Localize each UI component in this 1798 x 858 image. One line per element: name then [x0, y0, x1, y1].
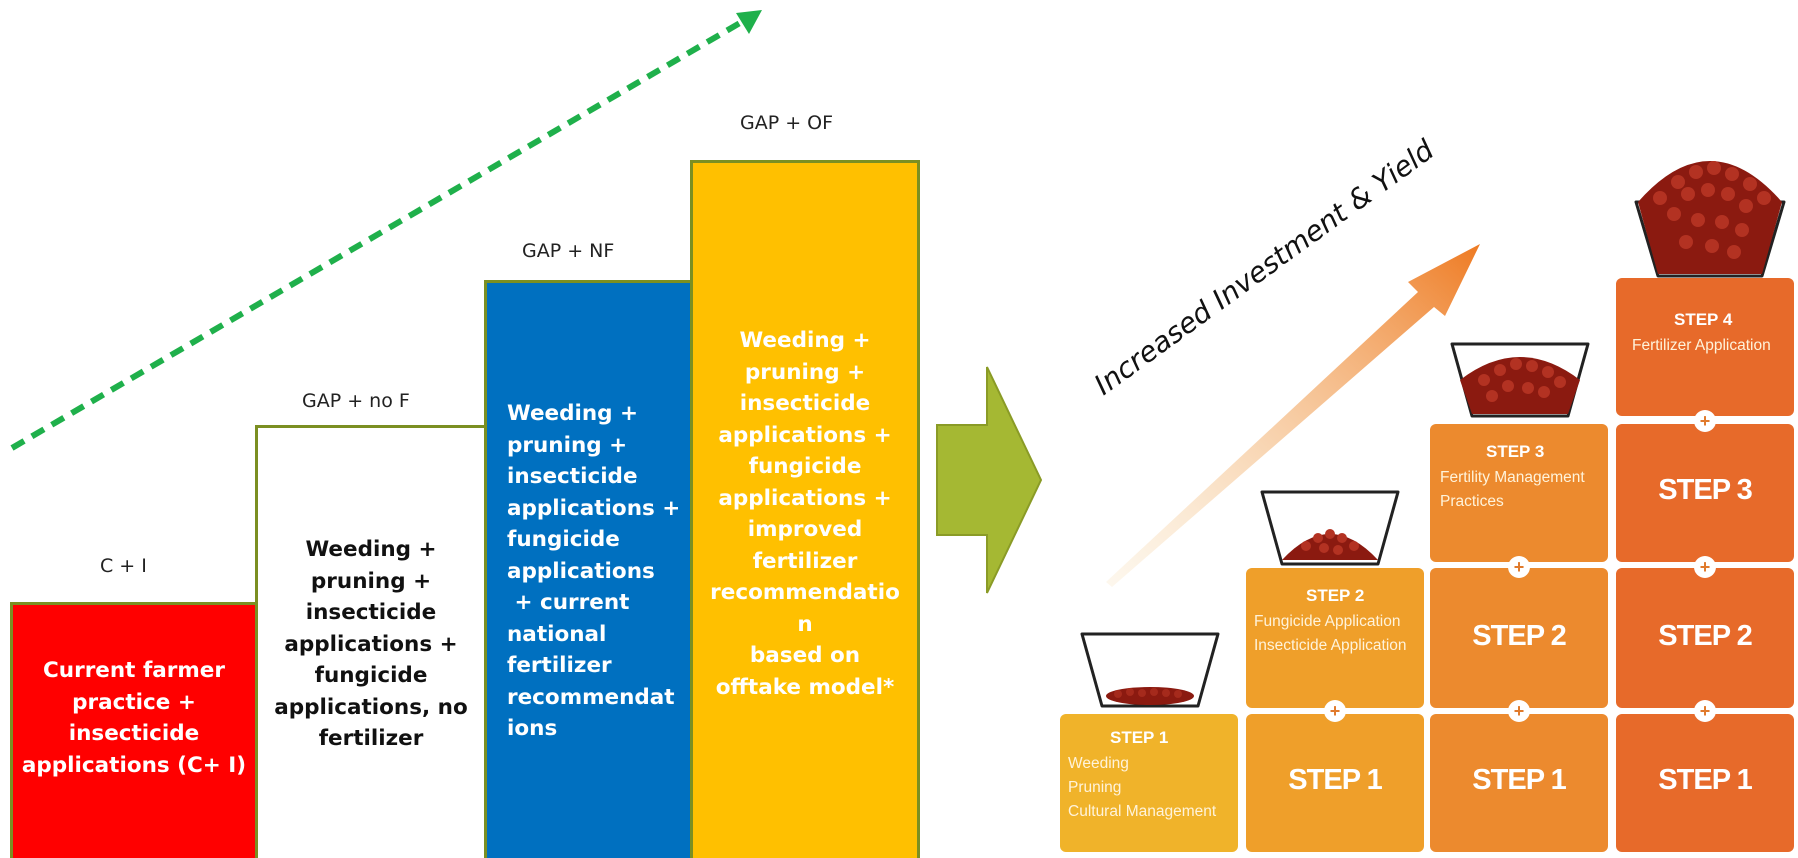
plus-icon: + [1694, 556, 1716, 578]
bowl-icon-step1 [1080, 632, 1220, 708]
text-line: recommendat [507, 684, 675, 710]
text-line: pruning + [744, 359, 866, 385]
stack-label: STEP 1 [1288, 764, 1382, 796]
step4-stack-step3: STEP 3 [1616, 424, 1794, 562]
desc-line: Fertilizer Application [1632, 337, 1771, 354]
bar-gap-no-f-text: Weeding + pruning + insecticide applicat… [258, 534, 484, 755]
bowl-icon-step3 [1450, 342, 1590, 418]
step1-desc: Weeding Pruning Cultural Management [1068, 752, 1216, 824]
stack-label: STEP 2 [1658, 620, 1752, 652]
text-line: insecticide [305, 600, 437, 625]
text-line: national [507, 621, 607, 647]
text-line: pruning + [507, 432, 628, 458]
text-line: fertilizer [318, 726, 424, 751]
step4-card: STEP 4 Fertilizer Application [1616, 278, 1794, 416]
step1-title: STEP 1 [1110, 728, 1169, 747]
text-line: fungicide [507, 527, 620, 552]
text-line: insecticide [739, 391, 871, 416]
step4-stack-step1: STEP 1 [1616, 714, 1794, 852]
text-line: fertilizer [507, 653, 612, 678]
text-line: insecticide [507, 464, 638, 489]
bowl-icon-step2 [1260, 490, 1400, 566]
desc-line: Fertility Management [1440, 469, 1585, 486]
step2-card: STEP 2 Fungicide Application Insecticide… [1246, 568, 1424, 708]
text-line: improved [747, 517, 863, 542]
text-line: n [797, 611, 813, 637]
desc-line: Insecticide Application [1254, 637, 1407, 654]
text-line: Weeding + [739, 328, 871, 353]
bar-gap-nf-text: Weeding + pruning + insecticide applicat… [507, 398, 693, 745]
text-line: practice + [72, 689, 196, 715]
text-line: fertilizer [752, 548, 858, 574]
plus-icon: + [1694, 410, 1716, 432]
desc-line: Practices [1440, 493, 1504, 510]
step3-title: STEP 3 [1486, 442, 1545, 461]
text-line: applications + [284, 631, 458, 657]
text-line: pruning + [310, 568, 432, 594]
plus-icon: + [1694, 700, 1716, 722]
text-line: applications + [718, 485, 892, 511]
text-line: applications + [718, 422, 892, 448]
bar-label-c-i: C + I [100, 555, 147, 577]
bar-c-i-text: Current farmer practice + insecticide ap… [13, 655, 255, 781]
bar-gap-of: Weeding + pruning + insecticide applicat… [690, 160, 920, 858]
stack-label: STEP 1 [1472, 764, 1566, 796]
stack-label: STEP 2 [1472, 620, 1566, 652]
step2-title: STEP 2 [1306, 586, 1365, 605]
step3-stack-step1: STEP 1 [1430, 714, 1608, 852]
text-line: applications (C+ I) [21, 752, 247, 778]
step4-stack-step2: STEP 2 [1616, 568, 1794, 708]
text-line: fungicide [314, 663, 428, 688]
investment-arrow [1106, 244, 1480, 587]
block-arrow-right [936, 366, 1043, 594]
plus-icon: + [1508, 556, 1530, 578]
text-line: Current farmer [43, 658, 225, 683]
step3-desc: Fertility Management Practices [1440, 466, 1585, 514]
step3-card: STEP 3 Fertility Management Practices [1430, 424, 1608, 562]
text-line: applications + [507, 495, 681, 521]
step1-card: STEP 1 Weeding Pruning Cultural Manageme… [1060, 714, 1238, 852]
text-line: applications, no [274, 694, 468, 720]
bar-gap-nf: Weeding + pruning + insecticide applicat… [484, 280, 693, 858]
text-line: offtake model* [715, 674, 895, 700]
bar-gap-no-f: Weeding + pruning + insecticide applicat… [255, 425, 487, 858]
plus-icon: + [1324, 700, 1346, 722]
text-line: applications [507, 558, 655, 584]
trend-arrow [10, 10, 762, 451]
step2-desc: Fungicide Application Insecticide Applic… [1254, 610, 1407, 658]
text-line: Weeding + [305, 537, 437, 562]
text-line: recommendatio [710, 580, 900, 605]
stack-label: STEP 1 [1658, 764, 1752, 796]
step3-stack-step2: STEP 2 [1430, 568, 1608, 708]
desc-line: Cultural Management [1068, 803, 1217, 820]
text-line: based on [749, 643, 861, 668]
bar-gap-of-text: Weeding + pruning + insecticide applicat… [693, 325, 917, 703]
bar-label-gap-nf: GAP + NF [522, 240, 615, 262]
step2-stack-step1: STEP 1 [1246, 714, 1424, 852]
step4-desc: Fertilizer Application [1632, 334, 1771, 358]
stack-label: STEP 3 [1658, 474, 1752, 506]
bar-c-i: Current farmer practice + insecticide ap… [10, 602, 258, 858]
text-line: ions [507, 716, 558, 741]
bowl-icon-step4 [1634, 161, 1786, 278]
text-line: fungicide [748, 454, 862, 479]
bar-label-gap-of: GAP + OF [740, 112, 834, 134]
text-line: insecticide [68, 721, 200, 746]
desc-line: Weeding [1068, 755, 1129, 772]
desc-line: Fungicide Application [1254, 613, 1401, 630]
plus-icon: + [1508, 700, 1530, 722]
text-line: + current [507, 590, 630, 615]
step4-title: STEP 4 [1674, 310, 1733, 329]
bar-label-gap-no-f: GAP + no F [302, 390, 410, 412]
text-line: Weeding + [507, 401, 639, 426]
desc-line: Pruning [1068, 779, 1122, 796]
